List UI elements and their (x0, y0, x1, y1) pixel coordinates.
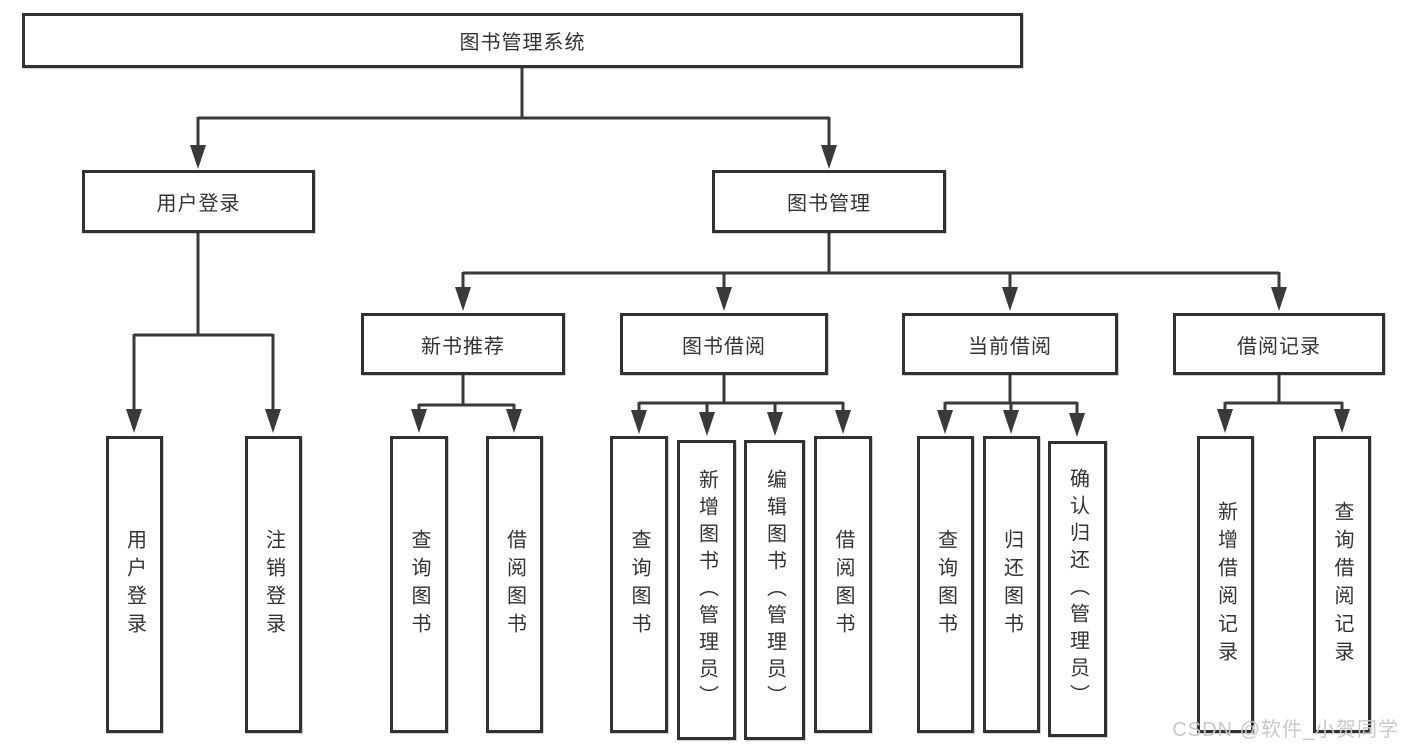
node-current-borrow-label: 当前借阅 (968, 335, 1052, 358)
node-borrow-records: 借阅记录 (1173, 313, 1385, 375)
node-leaf-query-books-3-label: 查询图书 (934, 528, 957, 641)
arrowhead-icons (126, 145, 1350, 437)
node-book-borrow-label: 图书借阅 (682, 335, 766, 358)
node-leaf-query-books-1: 查询图书 (390, 436, 448, 733)
node-new-book-recommend: 新书推荐 (361, 313, 565, 375)
node-leaf-borrow-books-1: 借阅图书 (486, 436, 543, 733)
node-leaf-borrow-books-1-label: 借阅图书 (503, 528, 526, 641)
node-leaf-borrow-books-2: 借阅图书 (814, 436, 872, 733)
node-leaf-add-book-admin-label: 新增图书（管理员） (695, 468, 718, 712)
node-book-management-label: 图书管理 (787, 193, 871, 215)
node-user-login: 用户登录 (82, 170, 315, 233)
node-leaf-user-login: 用户登录 (106, 436, 163, 733)
node-leaf-add-borrow-record-label: 新增借阅记录 (1214, 500, 1237, 669)
node-leaf-return-books: 归还图书 (983, 436, 1040, 733)
node-leaf-add-book-admin: 新增图书（管理员） (677, 440, 736, 740)
node-leaf-logout-label: 注销登录 (262, 528, 285, 641)
node-leaf-confirm-return-admin-label: 确认归还（管理员） (1066, 467, 1089, 711)
watermark: CSDN @软件_小贺同学 (1172, 719, 1399, 741)
node-current-borrow: 当前借阅 (902, 313, 1118, 375)
node-leaf-query-books-3: 查询图书 (917, 436, 974, 733)
node-leaf-user-login-label: 用户登录 (123, 528, 146, 641)
node-library-system: 图书管理系统 (22, 13, 1023, 68)
node-leaf-borrow-books-2-label: 借阅图书 (832, 528, 854, 641)
node-leaf-query-books-2-label: 查询图书 (628, 528, 650, 641)
node-book-borrow: 图书借阅 (620, 313, 828, 375)
node-leaf-query-books-1-label: 查询图书 (408, 528, 430, 641)
node-book-management: 图书管理 (712, 170, 946, 233)
node-leaf-query-books-2: 查询图书 (610, 436, 668, 733)
node-leaf-query-borrow-record: 查询借阅记录 (1313, 436, 1371, 733)
node-new-book-recommend-label: 新书推荐 (421, 335, 505, 358)
node-leaf-edit-book-admin-label: 编辑图书（管理员） (763, 468, 786, 712)
node-leaf-edit-book-admin: 编辑图书（管理员） (744, 440, 805, 740)
node-leaf-add-borrow-record: 新增借阅记录 (1197, 436, 1254, 733)
node-library-system-label: 图书管理系统 (459, 32, 586, 54)
node-leaf-query-borrow-record-label: 查询借阅记录 (1331, 500, 1353, 669)
node-leaf-logout: 注销登录 (245, 436, 302, 733)
node-leaf-return-books-label: 归还图书 (1000, 528, 1023, 641)
node-borrow-records-label: 借阅记录 (1237, 335, 1321, 358)
node-user-login-label: 用户登录 (156, 193, 241, 215)
node-leaf-confirm-return-admin: 确认归还（管理员） (1048, 441, 1107, 737)
